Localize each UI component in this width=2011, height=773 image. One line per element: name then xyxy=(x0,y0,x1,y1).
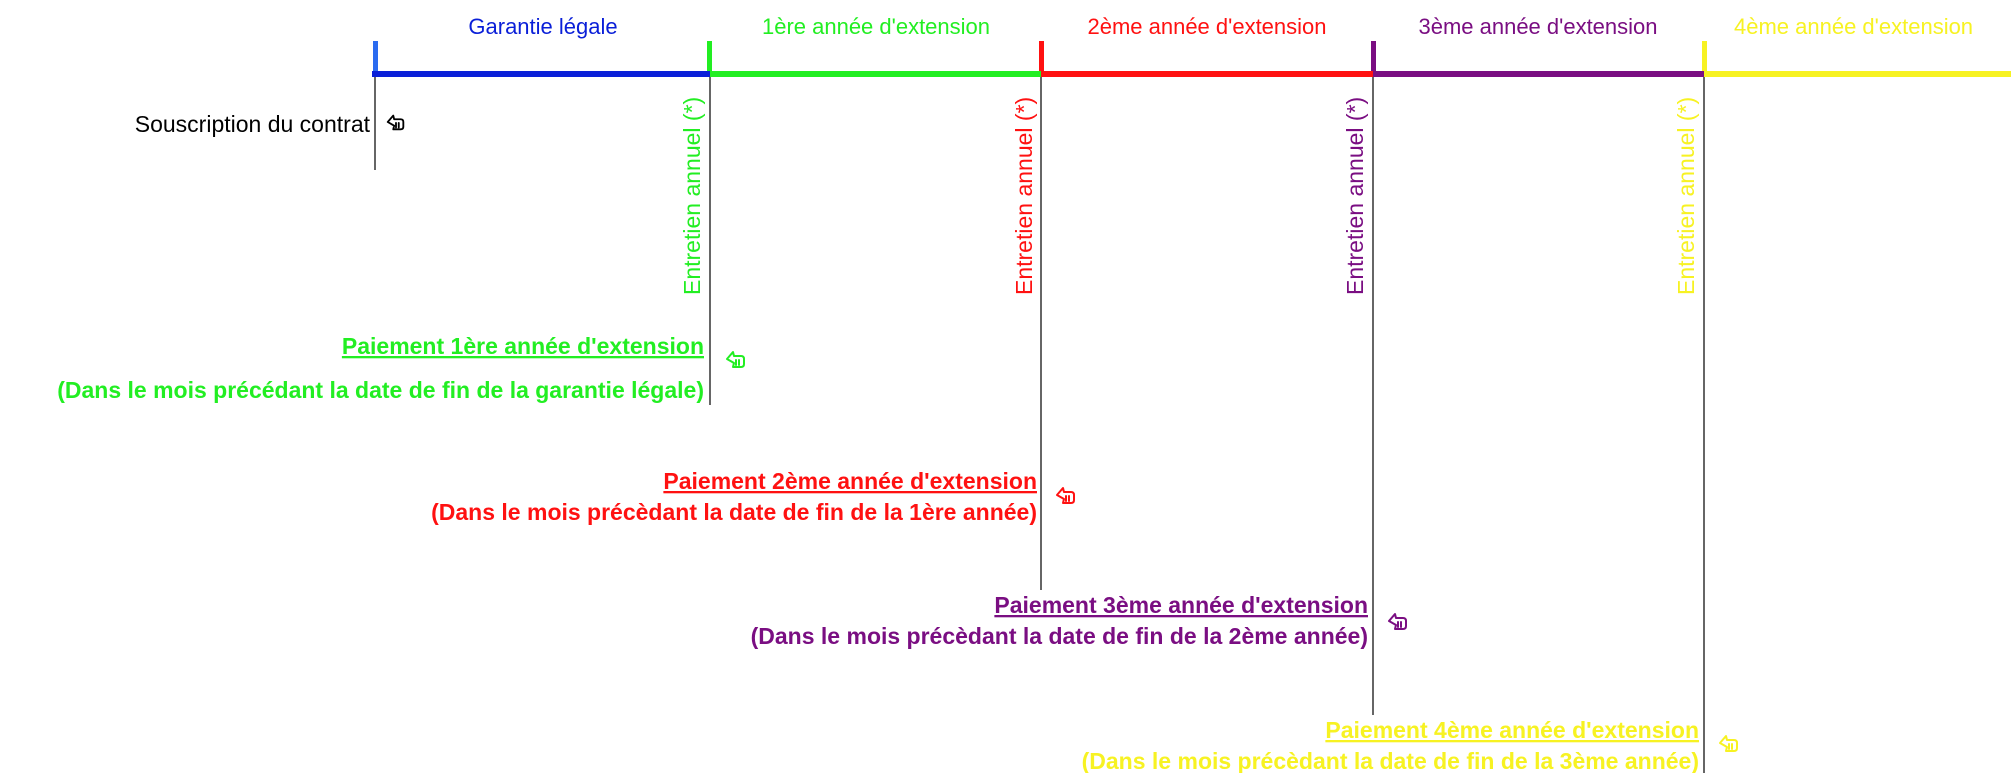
hand-pointer-icon xyxy=(1388,613,1407,630)
subscription-label: Souscription du contrat xyxy=(135,111,371,137)
maintenance-label-year-4: Entretien annuel (*) xyxy=(1673,97,1699,295)
payment-3-subtitle: (Dans le mois précèdant la date de fin d… xyxy=(751,623,1368,649)
timeline-tick-start xyxy=(373,41,378,71)
payment-4-subtitle: (Dans le mois précèdant la date de fin d… xyxy=(1082,748,1699,773)
payment-2-title: Paiement 2ème année d'extension xyxy=(663,468,1037,494)
payment-2-subtitle: (Dans le mois précèdant la date de fin d… xyxy=(431,499,1037,525)
timeline-tick-year-3 xyxy=(1371,41,1376,71)
timeline-bar-year-1 xyxy=(710,71,1041,77)
maintenance-label-year-2: Entretien annuel (*) xyxy=(1011,97,1037,295)
maintenance-label-year-1: Entretien annuel (*) xyxy=(679,97,705,295)
hand-pointer-icon xyxy=(1719,735,1738,752)
hand-pointer-icon xyxy=(386,114,405,131)
segment-label-legal-warranty: Garantie légale xyxy=(468,14,617,39)
hand-pointer-icon xyxy=(726,351,745,368)
segment-label-year-1: 1ère année d'extension xyxy=(762,14,990,39)
payment-4-title: Paiement 4ème année d'extension xyxy=(1325,717,1699,743)
timeline-bar-year-4 xyxy=(1704,71,2011,77)
segment-label-year-4: 4ème année d'extension xyxy=(1734,14,1973,39)
segment-label-year-3: 3ème année d'extension xyxy=(1418,14,1657,39)
payment-3-title: Paiement 3ème année d'extension xyxy=(994,592,1368,618)
hand-pointer-icon xyxy=(1056,487,1075,504)
payment-1-title: Paiement 1ère année d'extension xyxy=(342,333,704,359)
maintenance-label-year-3: Entretien annuel (*) xyxy=(1342,97,1368,295)
payment-1-subtitle: (Dans le mois précédant la date de fin d… xyxy=(57,377,704,403)
timeline-bar-legal-warranty xyxy=(372,71,710,77)
timeline-bar-year-2 xyxy=(1041,71,1373,77)
timeline-tick-year-1 xyxy=(707,41,712,71)
segment-label-year-2: 2ème année d'extension xyxy=(1087,14,1326,39)
timeline-tick-year-4 xyxy=(1702,41,1707,71)
timeline-tick-year-2 xyxy=(1039,41,1044,71)
timeline-bar-year-3 xyxy=(1373,71,1704,77)
